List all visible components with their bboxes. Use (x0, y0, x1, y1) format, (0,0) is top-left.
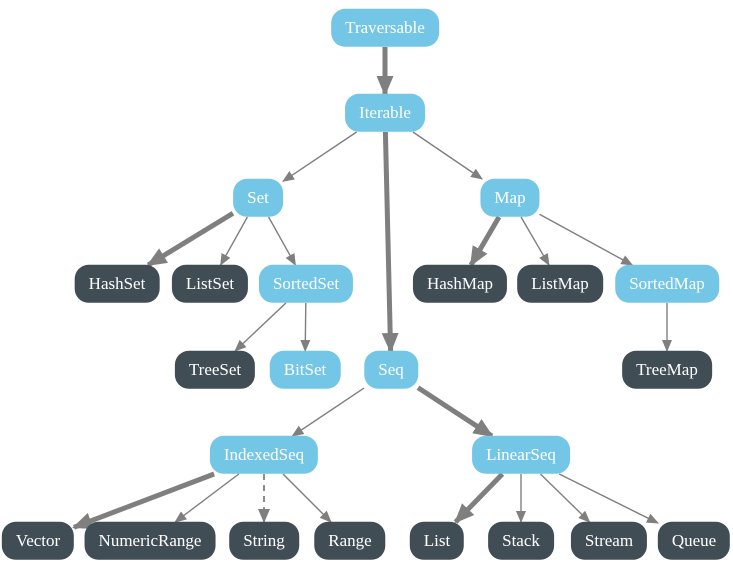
node-bitset: BitSet (269, 350, 341, 390)
edge-seq-indexedseq (291, 387, 365, 437)
node-label: TreeMap (636, 359, 698, 379)
edge-map-hashmap (468, 215, 502, 267)
node-map: Map (480, 178, 540, 218)
edge-indexedseq-numericrange (174, 473, 240, 523)
node-numericrange: NumericRange (84, 521, 216, 561)
edge-linearseq-list (453, 472, 505, 524)
node-hashset: HashSet (74, 264, 160, 304)
node-label: HashSet (88, 273, 146, 293)
node-label: Traversable (345, 17, 425, 37)
node-label: Set (247, 187, 269, 207)
edge-linearseq-queue (558, 473, 659, 524)
edge-iterable-seq (381, 131, 399, 353)
node-label: Range (328, 530, 372, 550)
edge-seq-linearseq (416, 385, 494, 439)
edge-indexedseq-range (282, 473, 332, 523)
node-listmap: ListMap (517, 264, 603, 304)
node-label: IndexedSeq (223, 444, 305, 464)
node-label: LinearSeq (486, 444, 556, 464)
edge-map-listmap (520, 216, 550, 266)
node-label: ListSet (185, 273, 235, 293)
edge-iterable-map (412, 131, 483, 180)
edge-indexedseq-vector (72, 471, 215, 530)
node-label: BitSet (283, 359, 327, 379)
node-listset: ListSet (171, 264, 249, 304)
edge-sortedset-bitset (300, 302, 311, 352)
node-label: TreeSet (188, 359, 242, 379)
node-label: ListMap (531, 273, 589, 293)
node-label: SortedSet (272, 273, 340, 293)
node-label: Iterable (359, 102, 411, 122)
node-range: Range (314, 521, 386, 561)
node-label: List (423, 530, 451, 550)
node-queue: Queue (657, 521, 731, 561)
node-label: SortedMap (629, 273, 705, 293)
edge-iterable-set (282, 131, 357, 182)
node-iterable: Iterable (345, 93, 425, 133)
node-label: Vector (15, 530, 61, 550)
edge-set-sortedset (267, 216, 297, 266)
node-label: Queue (671, 530, 717, 550)
edge-set-hashset (146, 211, 235, 268)
node-indexedseq: IndexedSeq (209, 435, 319, 475)
node-treemap: TreeMap (622, 350, 712, 390)
node-stack: Stack (488, 521, 554, 561)
node-set: Set (233, 178, 283, 218)
node-label: String (243, 530, 285, 550)
node-vector: Vector (1, 521, 75, 561)
node-label: HashMap (426, 273, 494, 293)
edge-set-listset (219, 216, 249, 266)
node-label: Stack (502, 530, 540, 550)
edge-group (72, 47, 672, 530)
node-seq: Seq (364, 350, 418, 390)
node-list: List (409, 521, 465, 561)
edge-linearseq-stream (539, 473, 591, 523)
node-label: Map (494, 187, 526, 207)
edge-map-sortedmap (539, 213, 634, 266)
node-stream: Stream (570, 521, 648, 561)
node-traversable: Traversable (331, 8, 439, 48)
edge-sortedset-treeset (234, 302, 287, 352)
node-hashmap: HashMap (412, 264, 508, 304)
node-label: Stream (584, 530, 634, 550)
node-label: Seq (378, 359, 404, 379)
node-sortedmap: SortedMap (615, 264, 719, 304)
node-string: String (229, 521, 299, 561)
node-linearseq: LinearSeq (472, 435, 570, 475)
node-treeset: TreeSet (174, 350, 256, 390)
node-sortedset: SortedSet (258, 264, 354, 304)
node-label: NumericRange (98, 530, 202, 550)
